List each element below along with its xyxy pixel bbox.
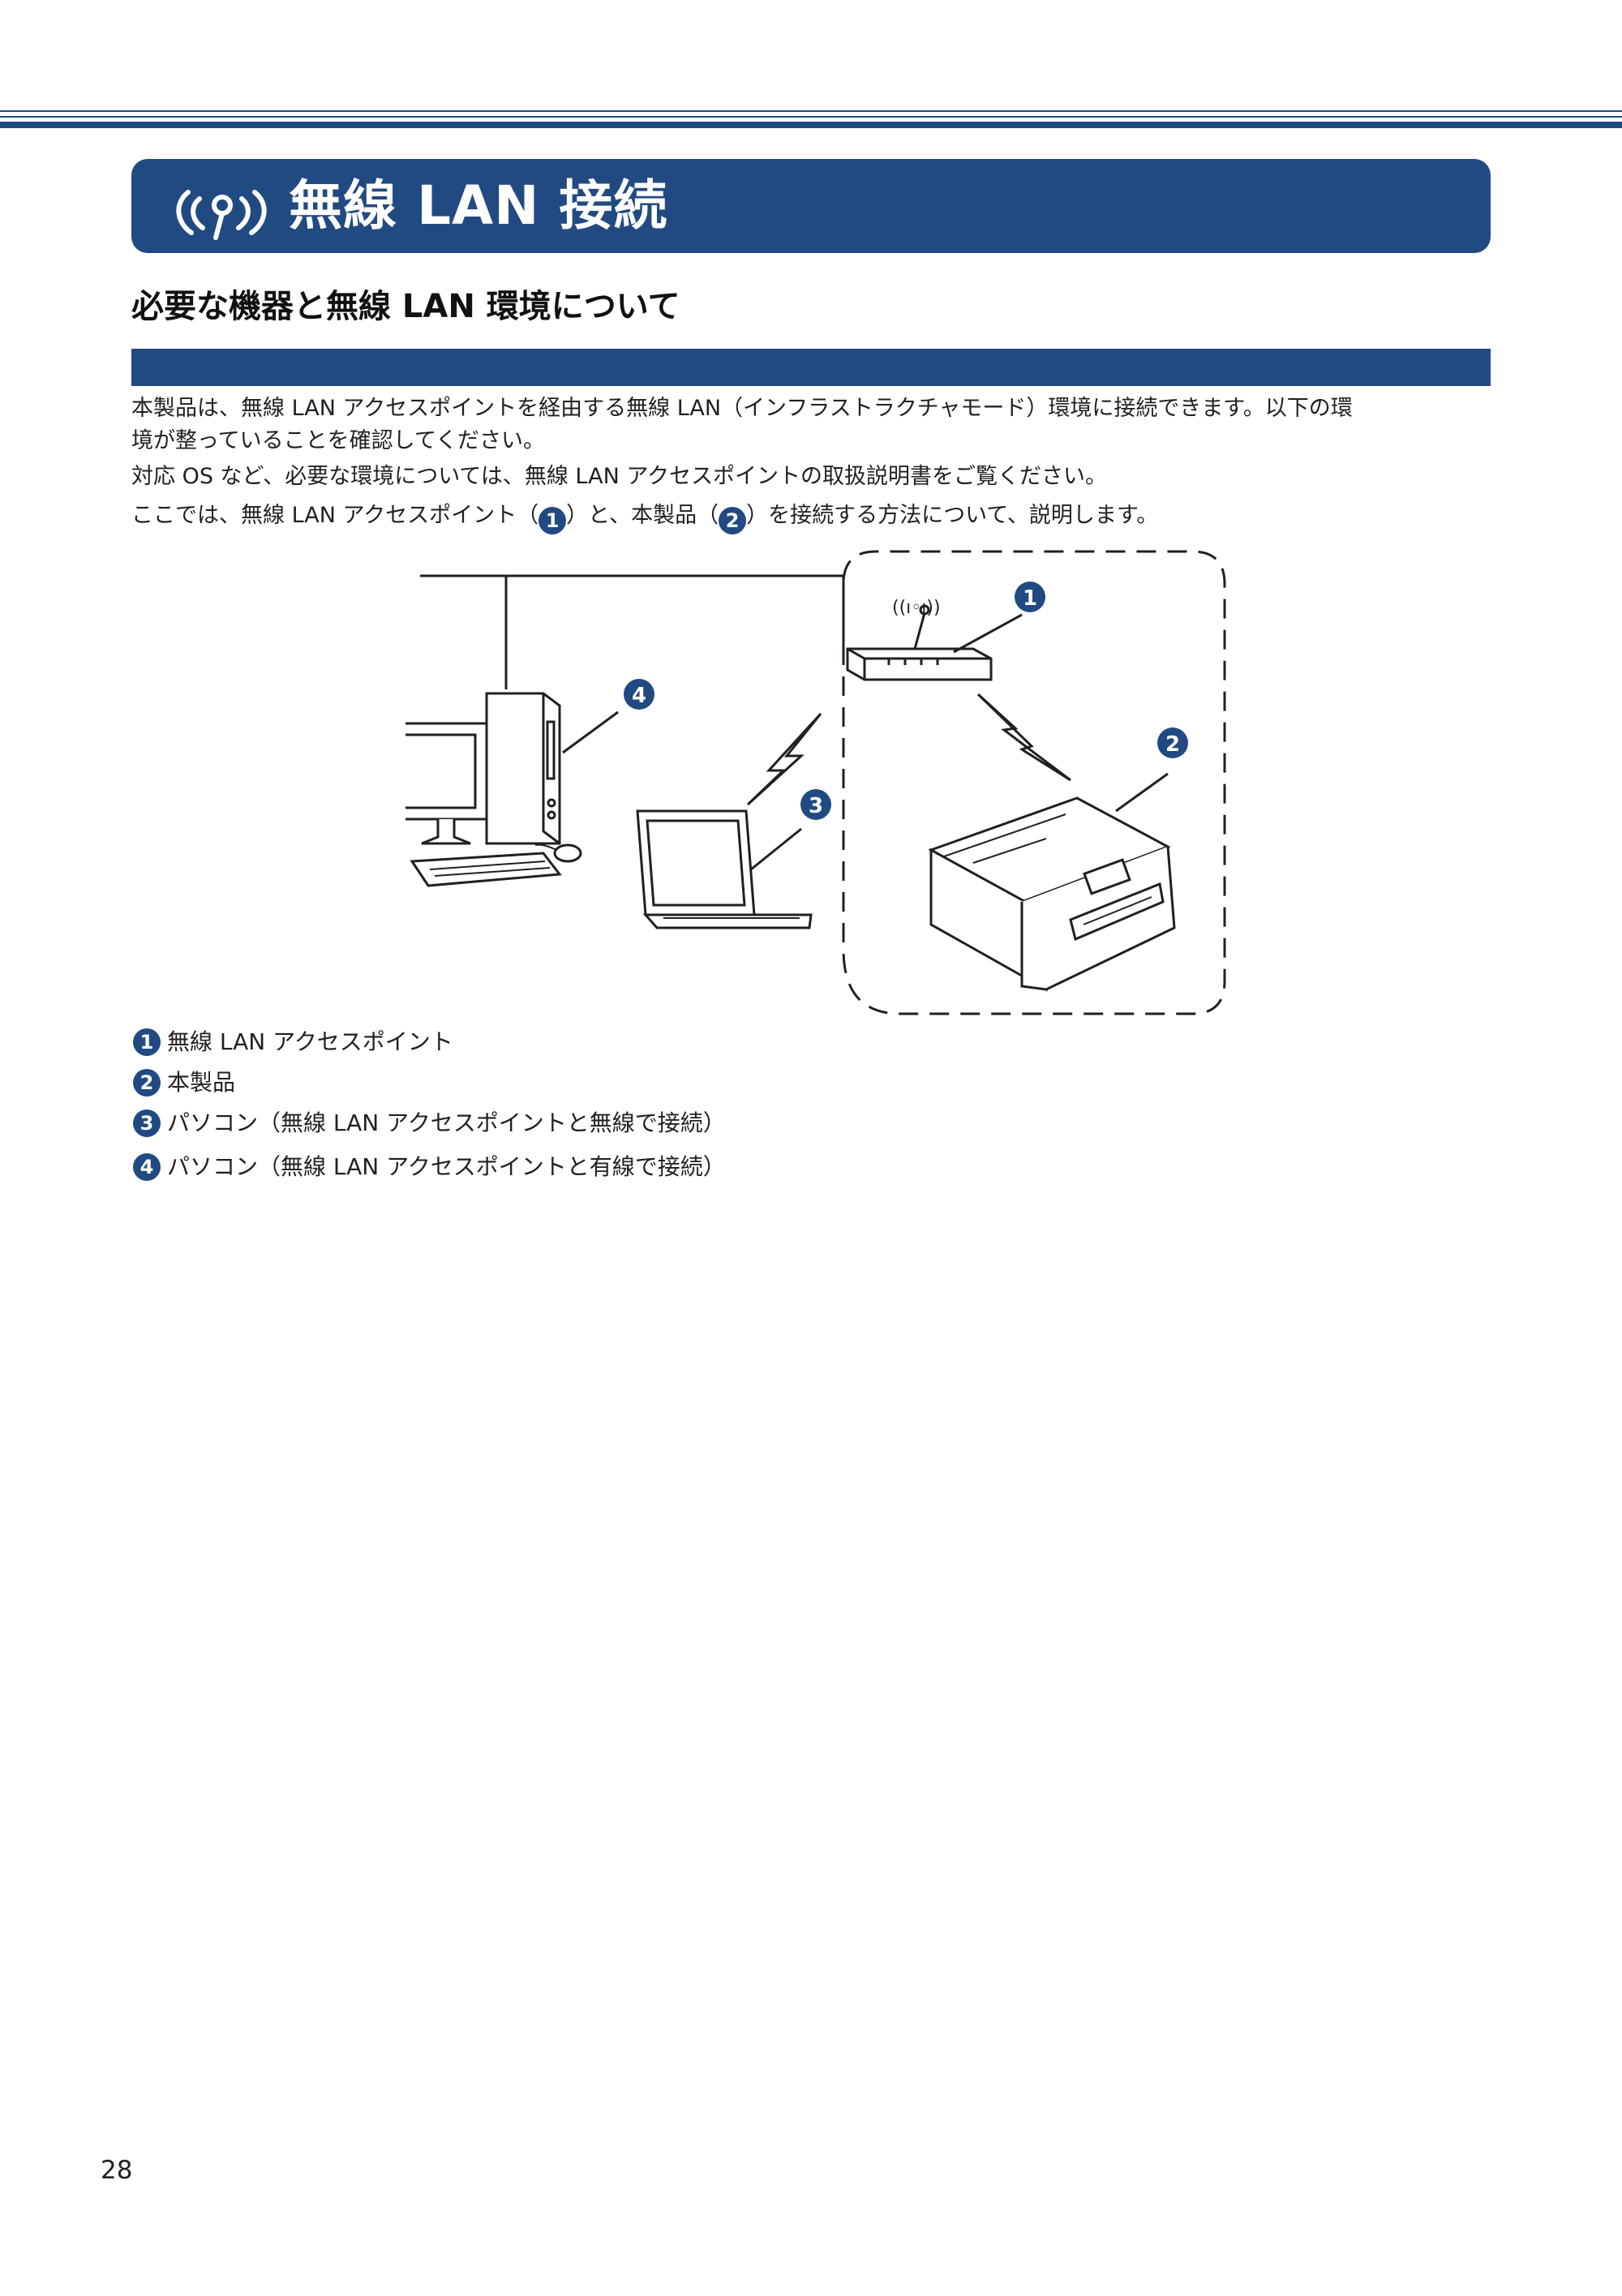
monitor-icon (406, 722, 488, 845)
printer-icon (928, 796, 1176, 992)
callout-1-circle (1015, 582, 1045, 612)
section-divider-bar (131, 349, 1491, 386)
legend-num-4: 4 (133, 1153, 161, 1181)
wireless-link-printer (976, 693, 1071, 782)
legend-label-1: 無線 LAN アクセスポイント (167, 1028, 453, 1055)
top-rule-thick (0, 122, 1622, 128)
paragraph-1-line-2: 境が整っていることを確認してください。 (131, 428, 546, 453)
ap-signal-text: ((ı◦ı)) (892, 598, 941, 618)
legend-item-3: 3 パソコン（無線 LAN アクセスポイントと無線で接続） (133, 1109, 726, 1137)
callout-2-circle (1157, 727, 1188, 758)
paragraph-3-text-c: ）を接続する方法について、説明します。 (746, 503, 1159, 528)
access-point-icon (846, 604, 993, 681)
chapter-title: 無線 LAN 接続 (289, 174, 668, 237)
inline-callout-1: 1 (539, 507, 567, 534)
leader-line-2 (1115, 772, 1169, 813)
paragraph-3-text-a: ここでは、無線 LAN アクセスポイント（ (131, 503, 539, 528)
legend-num-2: 2 (133, 1069, 161, 1097)
callout-3: 3 (809, 794, 823, 818)
callout-3-circle (800, 789, 831, 820)
wireless-zone-border (842, 550, 1226, 1015)
legend-num-1: 1 (133, 1028, 161, 1056)
diagram-callouts: 1 2 3 4 (624, 582, 1188, 820)
top-rule-thin-2 (0, 116, 1622, 118)
legend-num-3: 3 (133, 1109, 161, 1137)
paragraph-2: 対応 OS など、必要な環境については、無線 LAN アクセスポイントの取扱説明… (131, 464, 1107, 489)
legend-item-2: 2 本製品 (133, 1069, 235, 1097)
laptop-icon (636, 809, 813, 929)
inline-callout-2: 2 (719, 507, 747, 534)
callout-2: 2 (1165, 732, 1180, 757)
callout-4-circle (624, 679, 654, 710)
network-diagram: ((ı◦ı)) 1 2 3 4 (406, 550, 1226, 1015)
legend-label-4: パソコン（無線 LAN アクセスポイントと有線で接続） (167, 1153, 726, 1180)
mouse-cable (534, 843, 557, 851)
legend-item-1: 1 無線 LAN アクセスポイント (133, 1028, 453, 1056)
ethernet-cable-line (420, 574, 845, 649)
top-rule-thin-1 (0, 110, 1622, 112)
callout-4: 4 (632, 684, 646, 708)
section-title: 必要な機器と無線 LAN 環境について (131, 288, 680, 325)
paragraph-3-text-b: ）と、本製品（ (566, 503, 719, 528)
leader-line-3 (750, 827, 802, 871)
legend-label-3: パソコン（無線 LAN アクセスポイントと無線で接続） (167, 1109, 726, 1136)
paragraph-3: ここでは、無線 LAN アクセスポイント（1）と、本製品（2）を接続する方法につ… (131, 500, 1158, 534)
callout-1: 1 (1023, 586, 1037, 611)
mouse-icon (553, 843, 582, 863)
wireless-link-laptop (746, 712, 822, 806)
leader-line-1 (953, 613, 1023, 654)
keyboard-icon (410, 852, 562, 887)
page-number: 28 (101, 2156, 133, 2185)
legend-item-4: 4 パソコン（無線 LAN アクセスポイントと有線で接続） (133, 1153, 726, 1181)
paragraph-1-line-1: 本製品は、無線 LAN アクセスポイントを経由する無線 LAN（インフラストラク… (131, 396, 1353, 421)
desktop-tower-icon (485, 692, 561, 845)
legend-label-2: 本製品 (167, 1069, 236, 1096)
wireless-lan-icon (176, 190, 267, 240)
chapter-header: 無線 LAN 接続 (131, 159, 1491, 253)
leader-line-4 (562, 710, 619, 754)
